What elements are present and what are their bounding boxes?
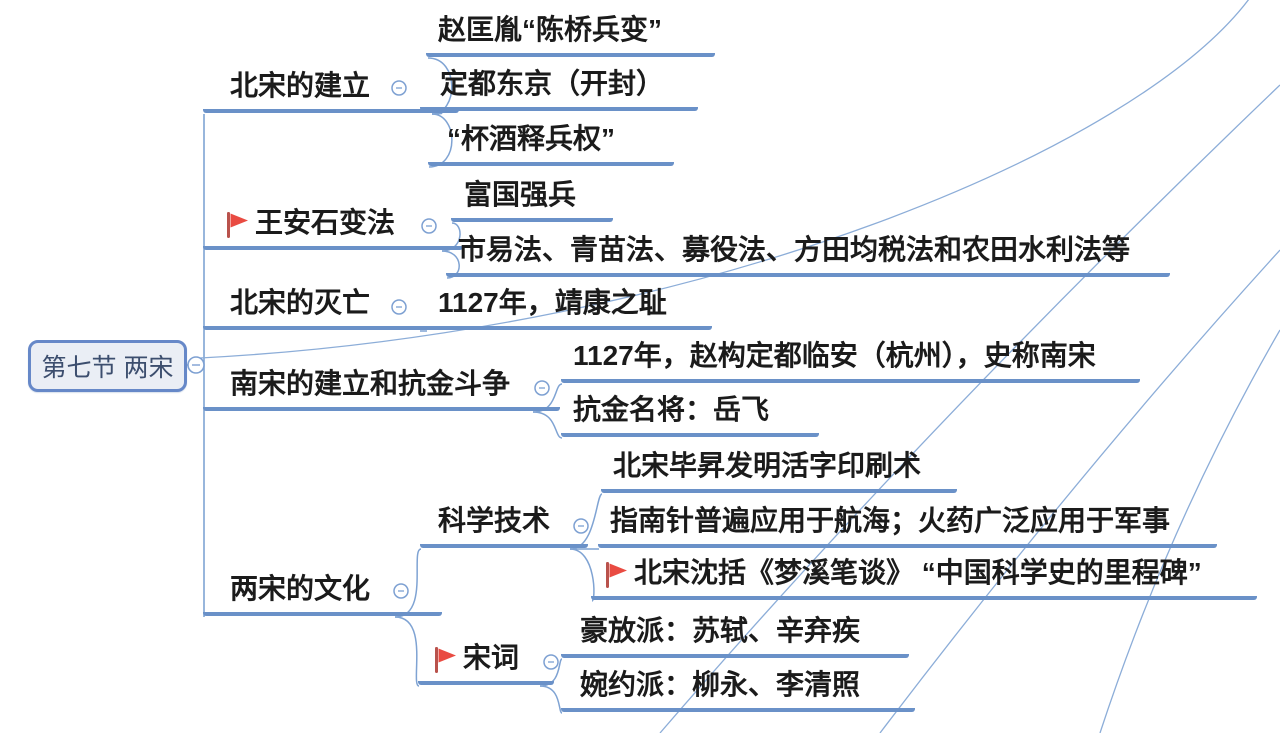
node-song-ci[interactable]: 宋词 [418, 641, 554, 685]
root-label: 第七节 两宋 [41, 354, 174, 382]
node-graceful-school[interactable]: 婉约派：柳永、李清照 [561, 668, 915, 712]
node-label: 北宋的灭亡 [230, 287, 371, 318]
root-node-section-seven-two-songs[interactable]: 第七节 两宋 [28, 340, 187, 392]
collapse-toggle-northern-song-fall[interactable] [391, 299, 407, 315]
connector [539, 685, 563, 714]
node-label: 1127年，赵构定都临安（杭州），史称南宋 [573, 340, 1096, 371]
stray-curve [659, 84, 1280, 733]
node-label: 市易法、青苗法、募役法、方田均税法和农田水利法等 [458, 234, 1131, 265]
node-capital-dongjing[interactable]: 定都东京（开封） [420, 67, 698, 111]
node-southern-song-founding[interactable]: 南宋的建立和抗金斗争 [203, 367, 560, 411]
collapse-toggle-song-ci[interactable] [543, 654, 559, 670]
connector [441, 222, 461, 252]
node-linan-capital[interactable]: 1127年，赵构定都临安（杭州），史称南宋 [561, 339, 1140, 383]
node-label: 豪放派：苏轼、辛弃疾 [580, 615, 861, 646]
node-shen-kuo-mengxi[interactable]: 北宋沈括《梦溪笔谈》 “中国科学史的里程碑” [591, 556, 1257, 600]
node-northern-song-fall[interactable]: 北宋的灭亡 [203, 286, 447, 330]
node-label: 1127年，靖康之耻 [438, 287, 667, 318]
node-label: 南宋的建立和抗金斗争 [230, 368, 511, 399]
node-movable-type-printing[interactable]: 北宋毕昇发明活字印刷术 [601, 449, 957, 493]
node-label: 王安石变法 [255, 207, 396, 238]
collapse-toggle-science[interactable] [573, 518, 589, 534]
node-yue-fei[interactable]: 抗金名将：岳飞 [561, 393, 819, 437]
connector [394, 616, 420, 687]
node-label: 宋词 [463, 642, 520, 673]
flag-icon [432, 645, 458, 675]
node-label: 定都东京（开封） [440, 68, 665, 99]
node-label: “杯酒释兵权” [447, 123, 616, 154]
node-label: 抗金名将：岳飞 [573, 394, 770, 425]
node-label: 北宋毕昇发明活字印刷术 [613, 450, 922, 481]
collapse-toggle-root[interactable] [187, 356, 205, 374]
collapse-toggle-culture[interactable] [393, 583, 409, 599]
collapse-toggle-northern-song-founding[interactable] [391, 80, 407, 96]
flag-icon [224, 210, 250, 240]
node-label: 婉约派：柳永、李清照 [580, 669, 861, 700]
node-wang-anshi-reform[interactable]: 王安石变法 [203, 206, 463, 250]
connector [441, 250, 460, 279]
node-label: 科学技术 [438, 505, 551, 536]
connector [532, 383, 563, 413]
collapse-toggle-southern-song[interactable] [534, 380, 550, 396]
node-label: 北宋的建立 [230, 70, 371, 101]
flag-icon [603, 560, 629, 590]
node-label: 北宋沈括《梦溪笔谈》 “中国科学史的里程碑” [634, 557, 1202, 588]
connector [539, 658, 563, 687]
node-cup-of-wine[interactable]: “杯酒释兵权” [428, 122, 674, 166]
node-chenqiao-mutiny[interactable]: 赵匡胤“陈桥兵变” [426, 13, 715, 57]
node-label: 指南针普遍应用于航海；火药广泛应用于军事 [610, 505, 1171, 536]
node-two-songs-culture[interactable]: 两宋的文化 [203, 572, 442, 616]
stray-curve [879, 249, 1280, 733]
stray-curve [199, 0, 1249, 359]
collapse-toggle-wang-anshi[interactable] [421, 218, 437, 234]
node-label: 富国强兵 [464, 179, 577, 210]
node-rich-country-strong-army[interactable]: 富国强兵 [451, 178, 613, 222]
node-label: 赵匡胤“陈桥兵变” [438, 14, 663, 45]
stray-curve [1099, 329, 1280, 733]
node-science-technology[interactable]: 科学技术 [420, 504, 588, 548]
node-label: 两宋的文化 [230, 573, 371, 604]
connector [532, 411, 563, 439]
node-compass-gunpowder[interactable]: 指南针普遍应用于航海；火药广泛应用于军事 [598, 504, 1217, 548]
node-reform-laws[interactable]: 市易法、青苗法、募役法、方田均税法和农田水利法等 [446, 233, 1170, 277]
node-northern-song-founding[interactable]: 北宋的建立 [203, 69, 459, 113]
node-jingkang-shame[interactable]: 1127年，靖康之耻 [426, 286, 712, 330]
node-bold-school[interactable]: 豪放派：苏轼、辛弃疾 [561, 614, 909, 658]
